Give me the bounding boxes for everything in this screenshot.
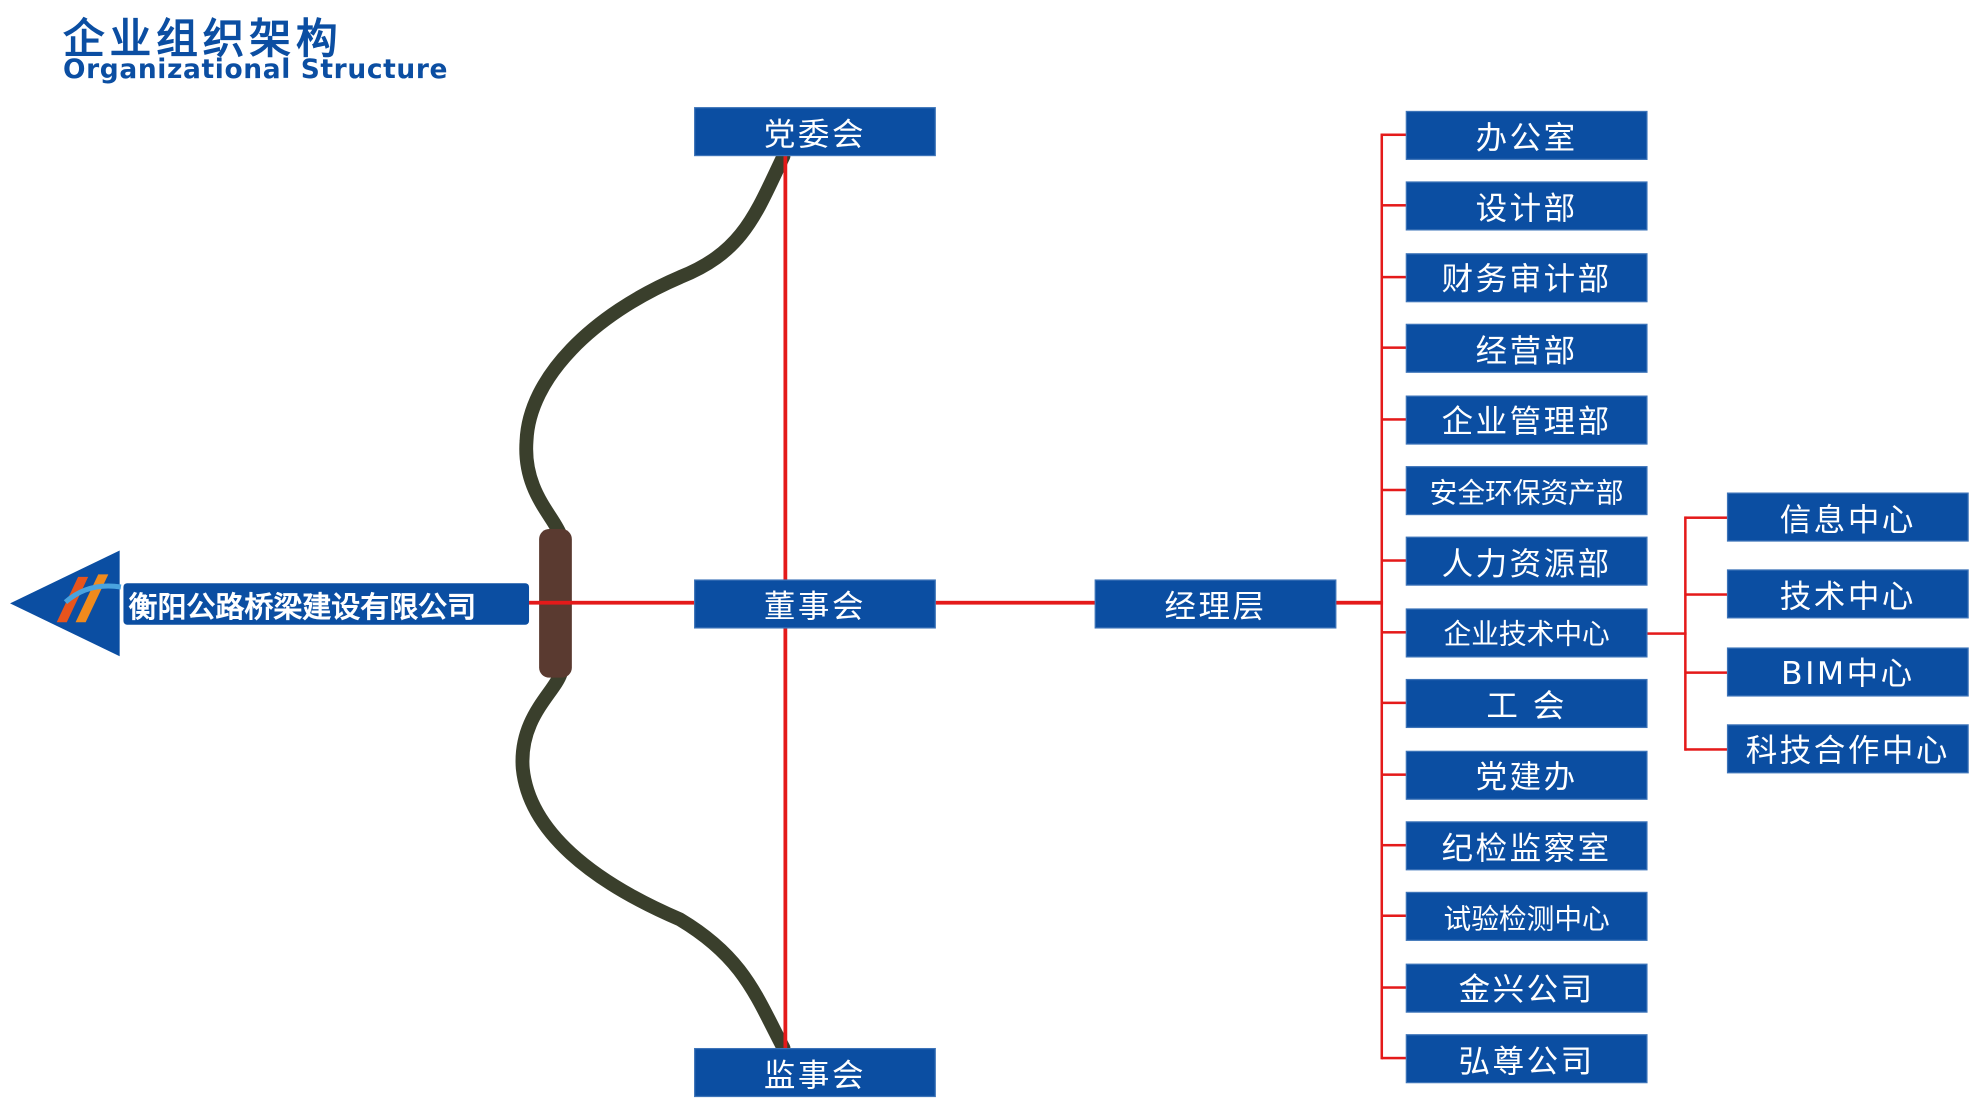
connector bbox=[1381, 1057, 1407, 1060]
bow-limb-upper bbox=[519, 149, 791, 543]
tech-center-unit-box: 信息中心 bbox=[1728, 493, 1968, 541]
connector bbox=[1381, 204, 1407, 208]
department-box: 设计部 bbox=[1406, 183, 1647, 230]
connector bbox=[1381, 417, 1407, 421]
bow-limb-lower bbox=[515, 666, 791, 1055]
connector bbox=[1381, 559, 1407, 563]
department-box: 试验检测中心 bbox=[1406, 893, 1647, 941]
board-box: 董事会 bbox=[695, 580, 935, 628]
connector bbox=[1381, 275, 1407, 279]
department-box: 工 会 bbox=[1406, 680, 1647, 728]
tech-center-unit-box: BIM中心 bbox=[1728, 648, 1968, 695]
connector bbox=[1684, 516, 1687, 751]
department-box: 企业管理部 bbox=[1406, 396, 1647, 443]
department-box: 纪检监察室 bbox=[1406, 822, 1647, 870]
connector bbox=[1381, 986, 1407, 989]
page-subtitle: Organizational Structure bbox=[62, 54, 449, 85]
connector bbox=[1381, 488, 1407, 492]
management-box: 经理层 bbox=[1095, 580, 1336, 628]
department-box: 财务审计部 bbox=[1406, 254, 1647, 301]
department-box: 人力资源部 bbox=[1406, 538, 1647, 585]
connector bbox=[1335, 600, 1384, 605]
connector bbox=[1380, 133, 1384, 1060]
connector bbox=[1685, 516, 1729, 519]
connector bbox=[1685, 593, 1729, 597]
connector bbox=[1381, 346, 1407, 350]
tech-center-unit-box: 科技合作中心 bbox=[1728, 725, 1968, 772]
connector bbox=[1381, 772, 1407, 776]
connector bbox=[1381, 701, 1407, 705]
department-box: 办公室 bbox=[1406, 112, 1647, 159]
department-box: 企业技术中心 bbox=[1406, 609, 1647, 656]
department-box: 弘尊公司 bbox=[1406, 1035, 1647, 1083]
company-name: 衡阳公路桥梁建设有限公司 bbox=[123, 583, 530, 625]
connector bbox=[1381, 630, 1407, 634]
arrow-head bbox=[10, 550, 120, 657]
connector bbox=[1685, 748, 1729, 751]
department-box: 金兴公司 bbox=[1406, 964, 1647, 1012]
department-box: 经营部 bbox=[1406, 325, 1647, 372]
connector bbox=[1381, 914, 1407, 918]
party-committee-box: 党委会 bbox=[695, 108, 935, 155]
department-box: 党建办 bbox=[1406, 751, 1647, 799]
connector bbox=[1381, 843, 1407, 847]
company-logo-icon bbox=[56, 574, 122, 623]
connector bbox=[1646, 632, 1687, 635]
page-title: 企业组织架构 bbox=[62, 13, 343, 63]
connector bbox=[1685, 670, 1729, 674]
tech-center-unit-box: 技术中心 bbox=[1728, 570, 1968, 618]
department-box: 安全环保资产部 bbox=[1406, 467, 1647, 514]
supervisors-box: 监事会 bbox=[695, 1049, 935, 1096]
connector bbox=[1381, 133, 1407, 137]
